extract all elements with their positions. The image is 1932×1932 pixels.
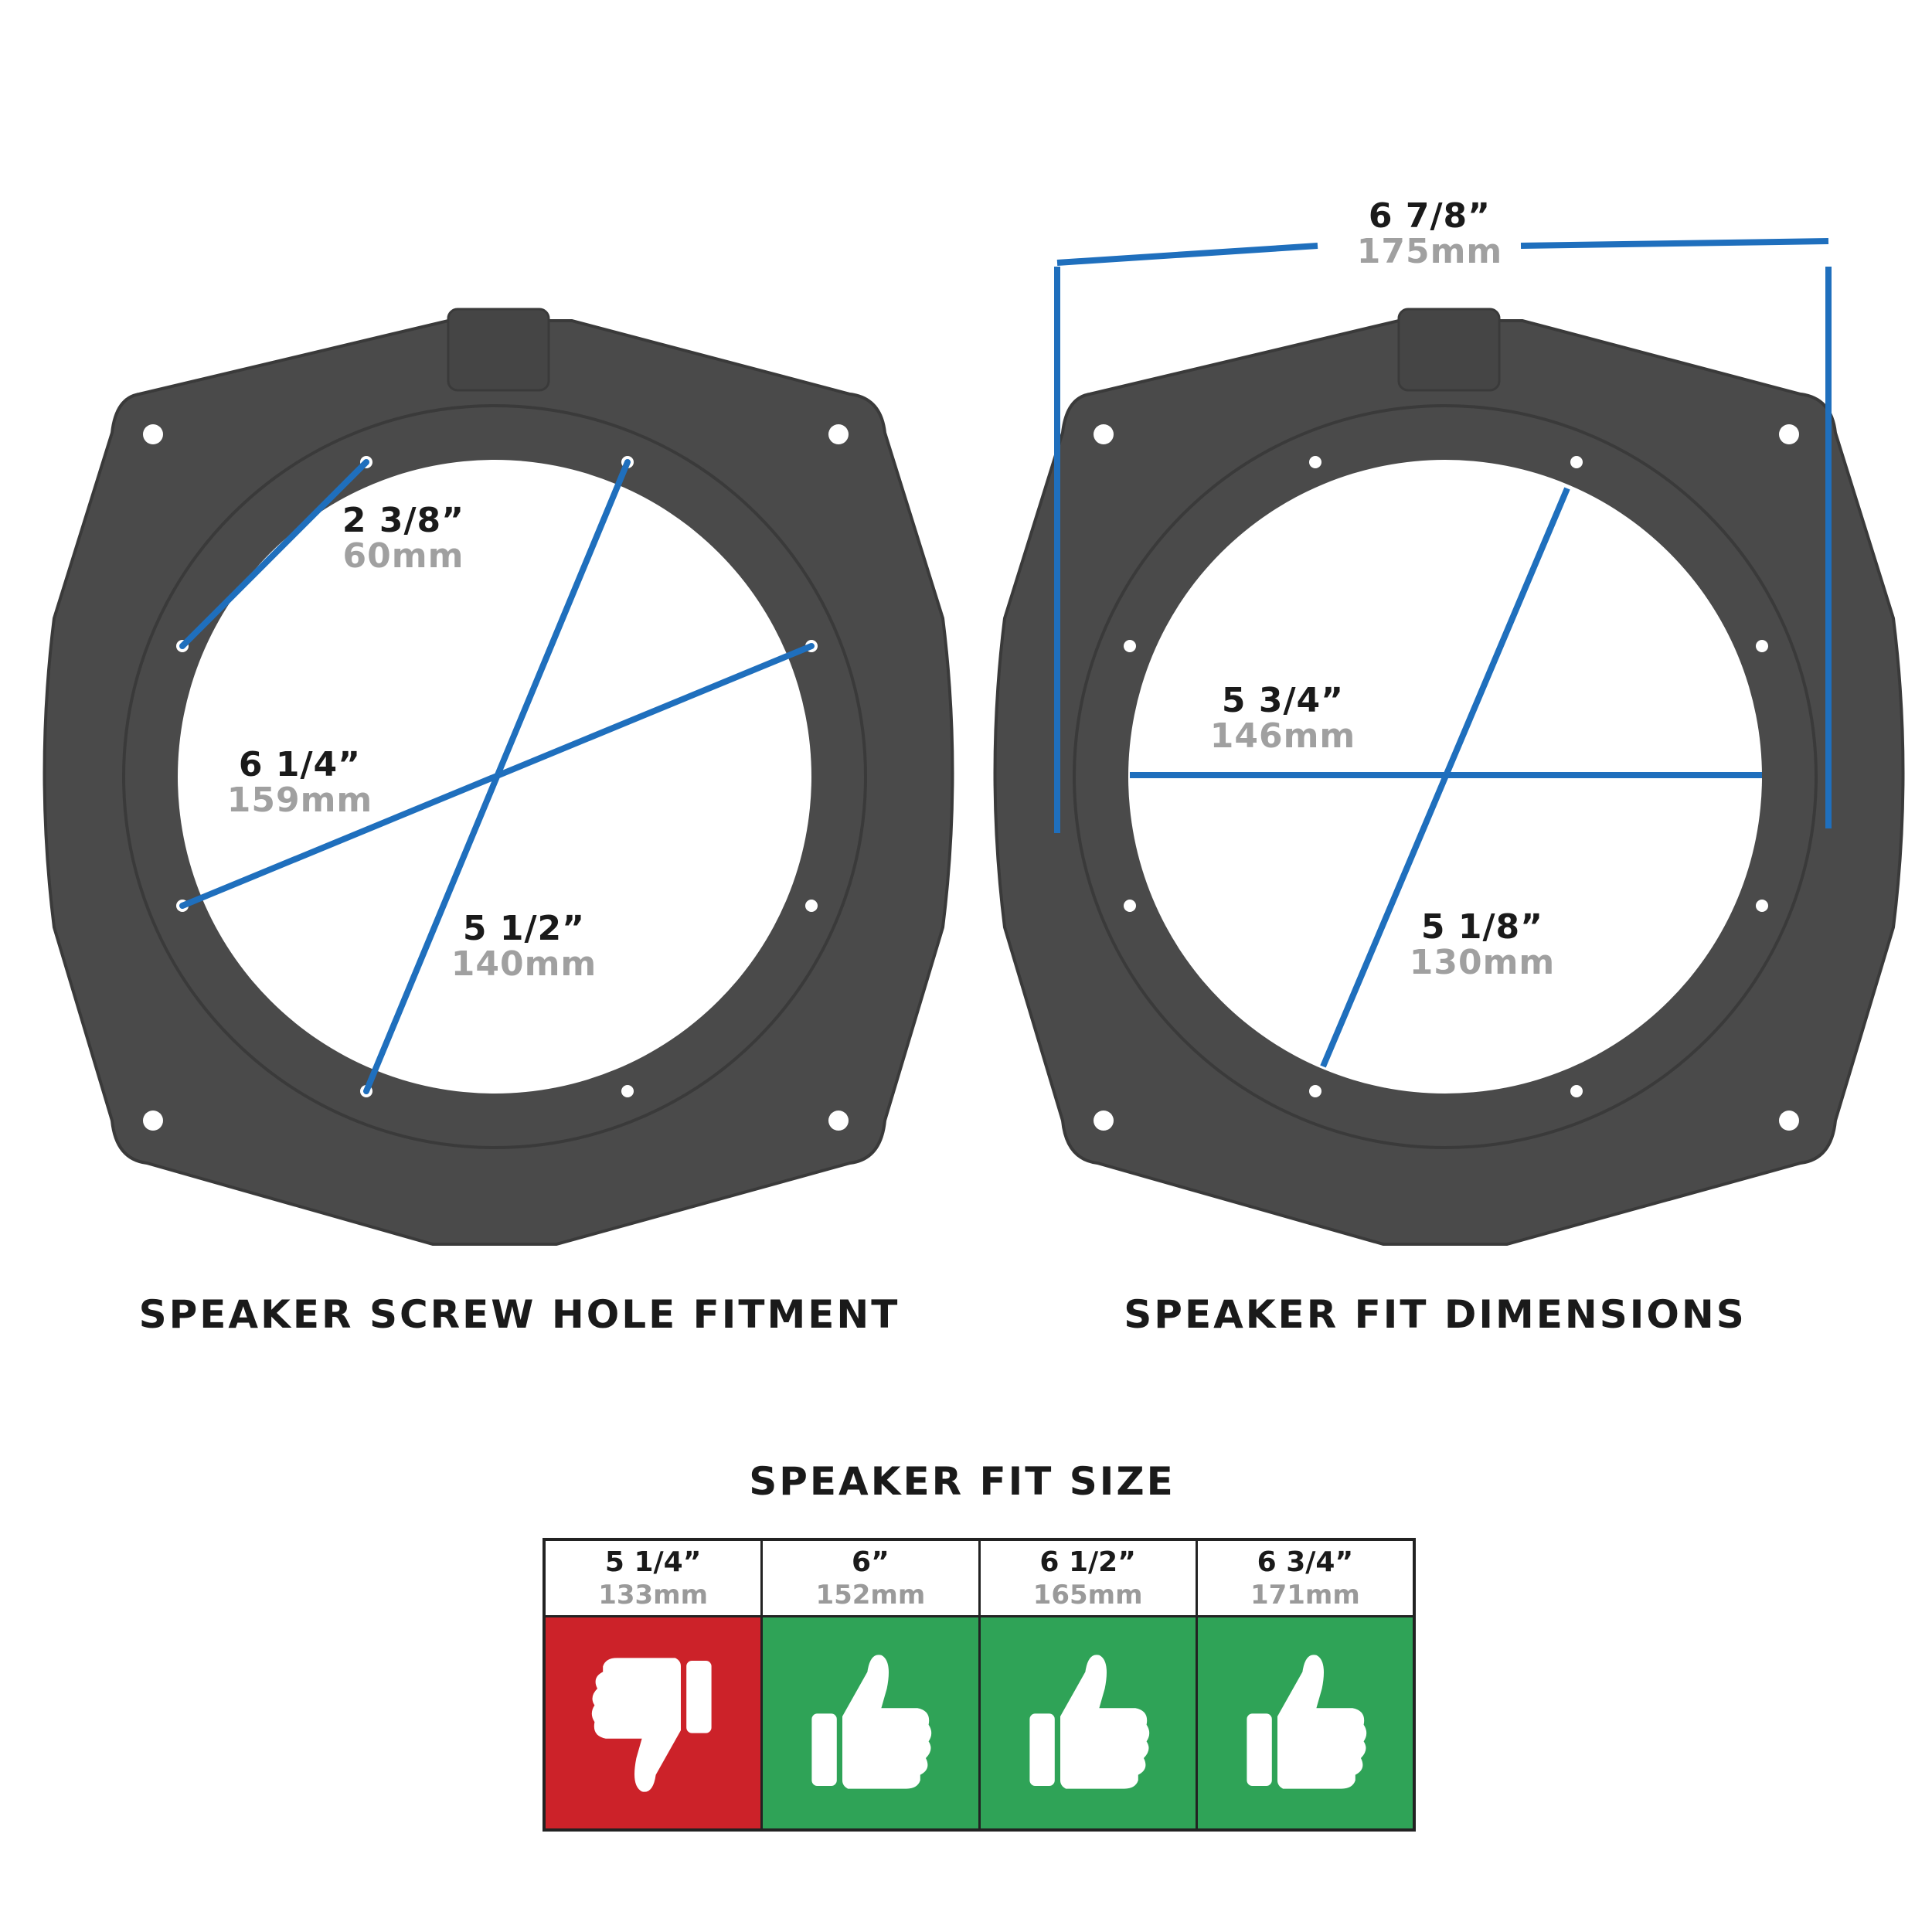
fit-cell-fits xyxy=(763,1617,978,1828)
inch-value: 5 1/8” xyxy=(1420,907,1544,947)
dimension-label-screw-spacing: 2 3/8” 60mm xyxy=(342,504,464,573)
mm-value: 152mm xyxy=(815,1579,926,1611)
mm-value: 165mm xyxy=(1032,1579,1143,1611)
mm-value: 171mm xyxy=(1250,1579,1360,1611)
mm-value: 159mm xyxy=(226,781,373,820)
inch-value: 5 1/2” xyxy=(462,909,586,948)
thumbs-up-icon xyxy=(1247,1654,1367,1789)
thumbs-up-icon xyxy=(811,1654,932,1789)
right-diagram-caption: SPEAKER FIT DIMENSIONS xyxy=(1124,1292,1747,1337)
left-speaker-adapter-plate xyxy=(43,308,954,1246)
inch-value: 6 7/8” xyxy=(1368,196,1492,236)
mm-value: 130mm xyxy=(1409,943,1556,982)
dimension-label-narrow-diagonal: 5 1/2” 140mm xyxy=(451,912,597,981)
left-dimension-lines xyxy=(179,459,815,1094)
mm-value: 140mm xyxy=(451,944,597,984)
inch-value: 6 1/2” xyxy=(1039,1546,1136,1578)
fit-cell-fits xyxy=(980,1617,1196,1828)
mm-value: 175mm xyxy=(1356,232,1503,271)
mm-value: 146mm xyxy=(1209,716,1356,756)
inch-value: 2 3/8” xyxy=(342,501,465,540)
dimension-label-wide-diagonal: 6 1/4” 159mm xyxy=(227,748,373,818)
mm-value: 60mm xyxy=(342,536,464,576)
fit-cell-fits xyxy=(1197,1617,1413,1828)
mm-value: 133mm xyxy=(598,1579,709,1611)
inch-value: 6 3/4” xyxy=(1257,1546,1354,1578)
fit-header-6-3-4: 6 3/4”171mm xyxy=(1197,1541,1413,1615)
dimension-label-cutout-diagonal: 5 1/8” 130mm xyxy=(1410,910,1556,980)
fit-header-5-1-4: 5 1/4”133mm xyxy=(546,1541,761,1615)
inch-value: 5 3/4” xyxy=(1221,681,1345,720)
inch-value: 6” xyxy=(852,1546,889,1578)
right-dimension-lines xyxy=(1054,238,1832,1068)
thumbs-up-icon xyxy=(1029,1654,1149,1789)
dimension-label-cutout-width: 5 3/4” 146mm xyxy=(1210,684,1356,753)
right-speaker-adapter-plate xyxy=(993,308,1905,1246)
speaker-fit-table: 5 1/4”133mm 6”152mm 6 1/2”165mm 6 3/4”17… xyxy=(543,1538,1416,1832)
fit-table-title: SPEAKER FIT SIZE xyxy=(749,1459,1175,1504)
left-diagram-caption: SPEAKER SCREW HOLE FITMENT xyxy=(138,1292,900,1337)
inch-value: 6 1/4” xyxy=(238,745,362,784)
fit-header-6-1-2: 6 1/2”165mm xyxy=(980,1541,1196,1615)
fit-cell-no-fit xyxy=(546,1617,761,1828)
inch-value: 5 1/4” xyxy=(604,1546,702,1578)
fit-header-6: 6”152mm xyxy=(763,1541,978,1615)
dimension-label-outer-width: 6 7/8” 175mm xyxy=(1357,199,1503,269)
thumbs-down-icon xyxy=(591,1657,712,1792)
